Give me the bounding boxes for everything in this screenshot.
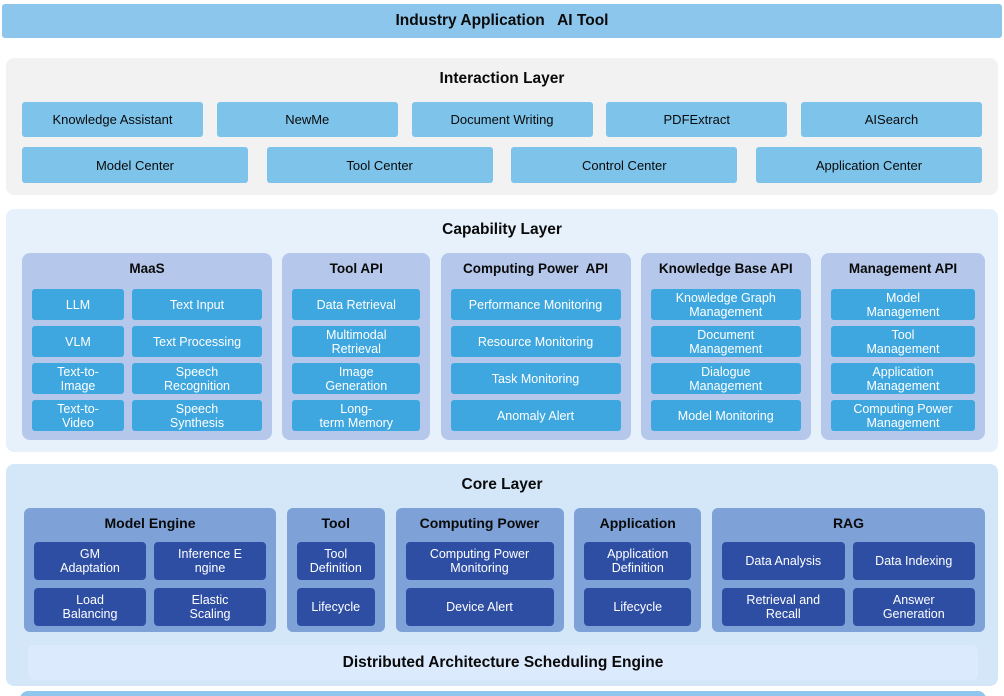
core-box-data-analysis: Data Analysis bbox=[722, 542, 845, 580]
interaction-layer-section: Interaction Layer Knowledge Assistant New… bbox=[6, 58, 998, 195]
bottom-strip bbox=[20, 691, 986, 696]
capability-box-text-input: Text Input bbox=[132, 289, 262, 320]
interaction-row-2: Model Center Tool Center Control Center App… bbox=[22, 147, 982, 183]
capability-box-text-to-video: Text-to- Video bbox=[32, 400, 124, 431]
capability-box-dialogue-management: Dialogue Management bbox=[650, 363, 801, 394]
capability-box-anomaly-alert: Anomaly Alert bbox=[450, 400, 621, 431]
capability-column-title: Knowledge Base API bbox=[658, 261, 793, 276]
interaction-layer-title: Interaction Layer bbox=[439, 70, 565, 87]
core-column-title: Tool bbox=[321, 515, 350, 531]
capability-box-model-monitoring: Model Monitoring bbox=[650, 400, 801, 431]
core-column-title: Computing Power bbox=[419, 515, 540, 531]
core-box-lifecycle: Lifecycle bbox=[296, 588, 375, 626]
capability-column-computing-power-api: Computing Power API Performance Monitorin… bbox=[440, 253, 631, 440]
interaction-chip-control-center: Control Center bbox=[511, 147, 738, 183]
capability-box-speech-recognition: Speech Recognition bbox=[132, 363, 262, 394]
core-box-data-indexing: Data Indexing bbox=[852, 542, 975, 580]
capability-box-computing-power-management: Computing Power Management bbox=[831, 400, 975, 431]
capability-box-text-processing: Text Processing bbox=[132, 326, 262, 357]
capability-layer-title: Capability Layer bbox=[442, 221, 562, 238]
interaction-chip-pdfextract: PDFExtract bbox=[606, 102, 788, 137]
capability-box-vlm: VLM bbox=[32, 326, 124, 357]
core-box-application-definition: Application Definition bbox=[584, 542, 692, 580]
capability-box-application-management: Application Management bbox=[831, 363, 975, 394]
core-box-computing-power-monitoring: Computing Power Monitoring bbox=[405, 542, 554, 580]
core-box-answer-generation: Answer Generation bbox=[852, 588, 975, 626]
core-column-title: Application bbox=[599, 515, 676, 531]
interaction-chip-model-center: Model Center bbox=[22, 147, 248, 183]
scheduling-engine-label: Distributed Architecture Scheduling Engi… bbox=[342, 653, 664, 671]
capability-column-title: Management API bbox=[848, 261, 958, 276]
interaction-chip-application-center: Application Center bbox=[755, 147, 982, 183]
capability-box-data-retrieval: Data Retrieval bbox=[292, 289, 421, 320]
core-layer-title: Core Layer bbox=[461, 476, 543, 493]
capability-box-knowledge-graph-management: Knowledge Graph Management bbox=[650, 289, 801, 320]
core-column-title: Model Engine bbox=[104, 515, 196, 531]
core-box-load-balancing: Load Balancing bbox=[34, 588, 146, 626]
core-box-inference-e-ngine: Inference E ngine bbox=[154, 542, 266, 580]
capability-box-multimodal-retrieval: Multimodal Retrieval bbox=[292, 326, 421, 357]
capability-box-task-monitoring: Task Monitoring bbox=[450, 363, 621, 394]
capability-column-title: Tool API bbox=[329, 261, 383, 276]
interaction-chip-newme: NewMe bbox=[216, 102, 398, 137]
capability-column-title: MaaS bbox=[129, 261, 165, 276]
core-box-tool-definition: Tool Definition bbox=[296, 542, 375, 580]
core-box-retrieval-and-recall: Retrieval and Recall bbox=[722, 588, 845, 626]
core-column-title: RAG bbox=[832, 515, 865, 531]
core-box-gm-adaptation: GM Adaptation bbox=[34, 542, 146, 580]
capability-box-text-to-image: Text-to- Image bbox=[32, 363, 124, 394]
capability-box-llm: LLM bbox=[32, 289, 124, 320]
interaction-chip-aisearch: AISearch bbox=[801, 102, 982, 137]
core-box-device-alert: Device Alert bbox=[405, 588, 554, 626]
interaction-chip-tool-center: Tool Center bbox=[266, 147, 493, 183]
capability-box-speech-synthesis: Speech Synthesis bbox=[132, 400, 262, 431]
top-banner-title: Industry Application AI Tool bbox=[395, 12, 609, 29]
capability-column-title: Computing Power API bbox=[463, 261, 608, 276]
capability-box-document-management: Document Management bbox=[650, 326, 801, 357]
capability-box-long-term-memory: Long- term Memory bbox=[292, 400, 421, 431]
scheduling-engine-bar: Distributed Architecture Scheduling Engi… bbox=[28, 645, 978, 680]
capability-box-tool-management: Tool Management bbox=[831, 326, 975, 357]
capability-box-performance-monitoring: Performance Monitoring bbox=[450, 289, 621, 320]
top-banner: Industry Application AI Tool bbox=[2, 4, 1002, 38]
core-box-lifecycle: Lifecycle bbox=[584, 588, 692, 626]
interaction-chip-knowledge-assistant: Knowledge Assistant bbox=[22, 102, 203, 137]
capability-box-resource-monitoring: Resource Monitoring bbox=[450, 326, 621, 357]
interaction-chip-document-writing: Document Writing bbox=[411, 102, 593, 137]
core-box-elastic-scaling: Elastic Scaling bbox=[154, 588, 266, 626]
capability-box-model-management: Model Management bbox=[831, 289, 975, 320]
capability-box-image-generation: Image Generation bbox=[292, 363, 421, 394]
interaction-row-1: Knowledge Assistant NewMe Document Writing… bbox=[22, 102, 982, 137]
capability-column-knowledge-base-api: Knowledge Base API Knowledge Graph Manage… bbox=[640, 253, 811, 440]
